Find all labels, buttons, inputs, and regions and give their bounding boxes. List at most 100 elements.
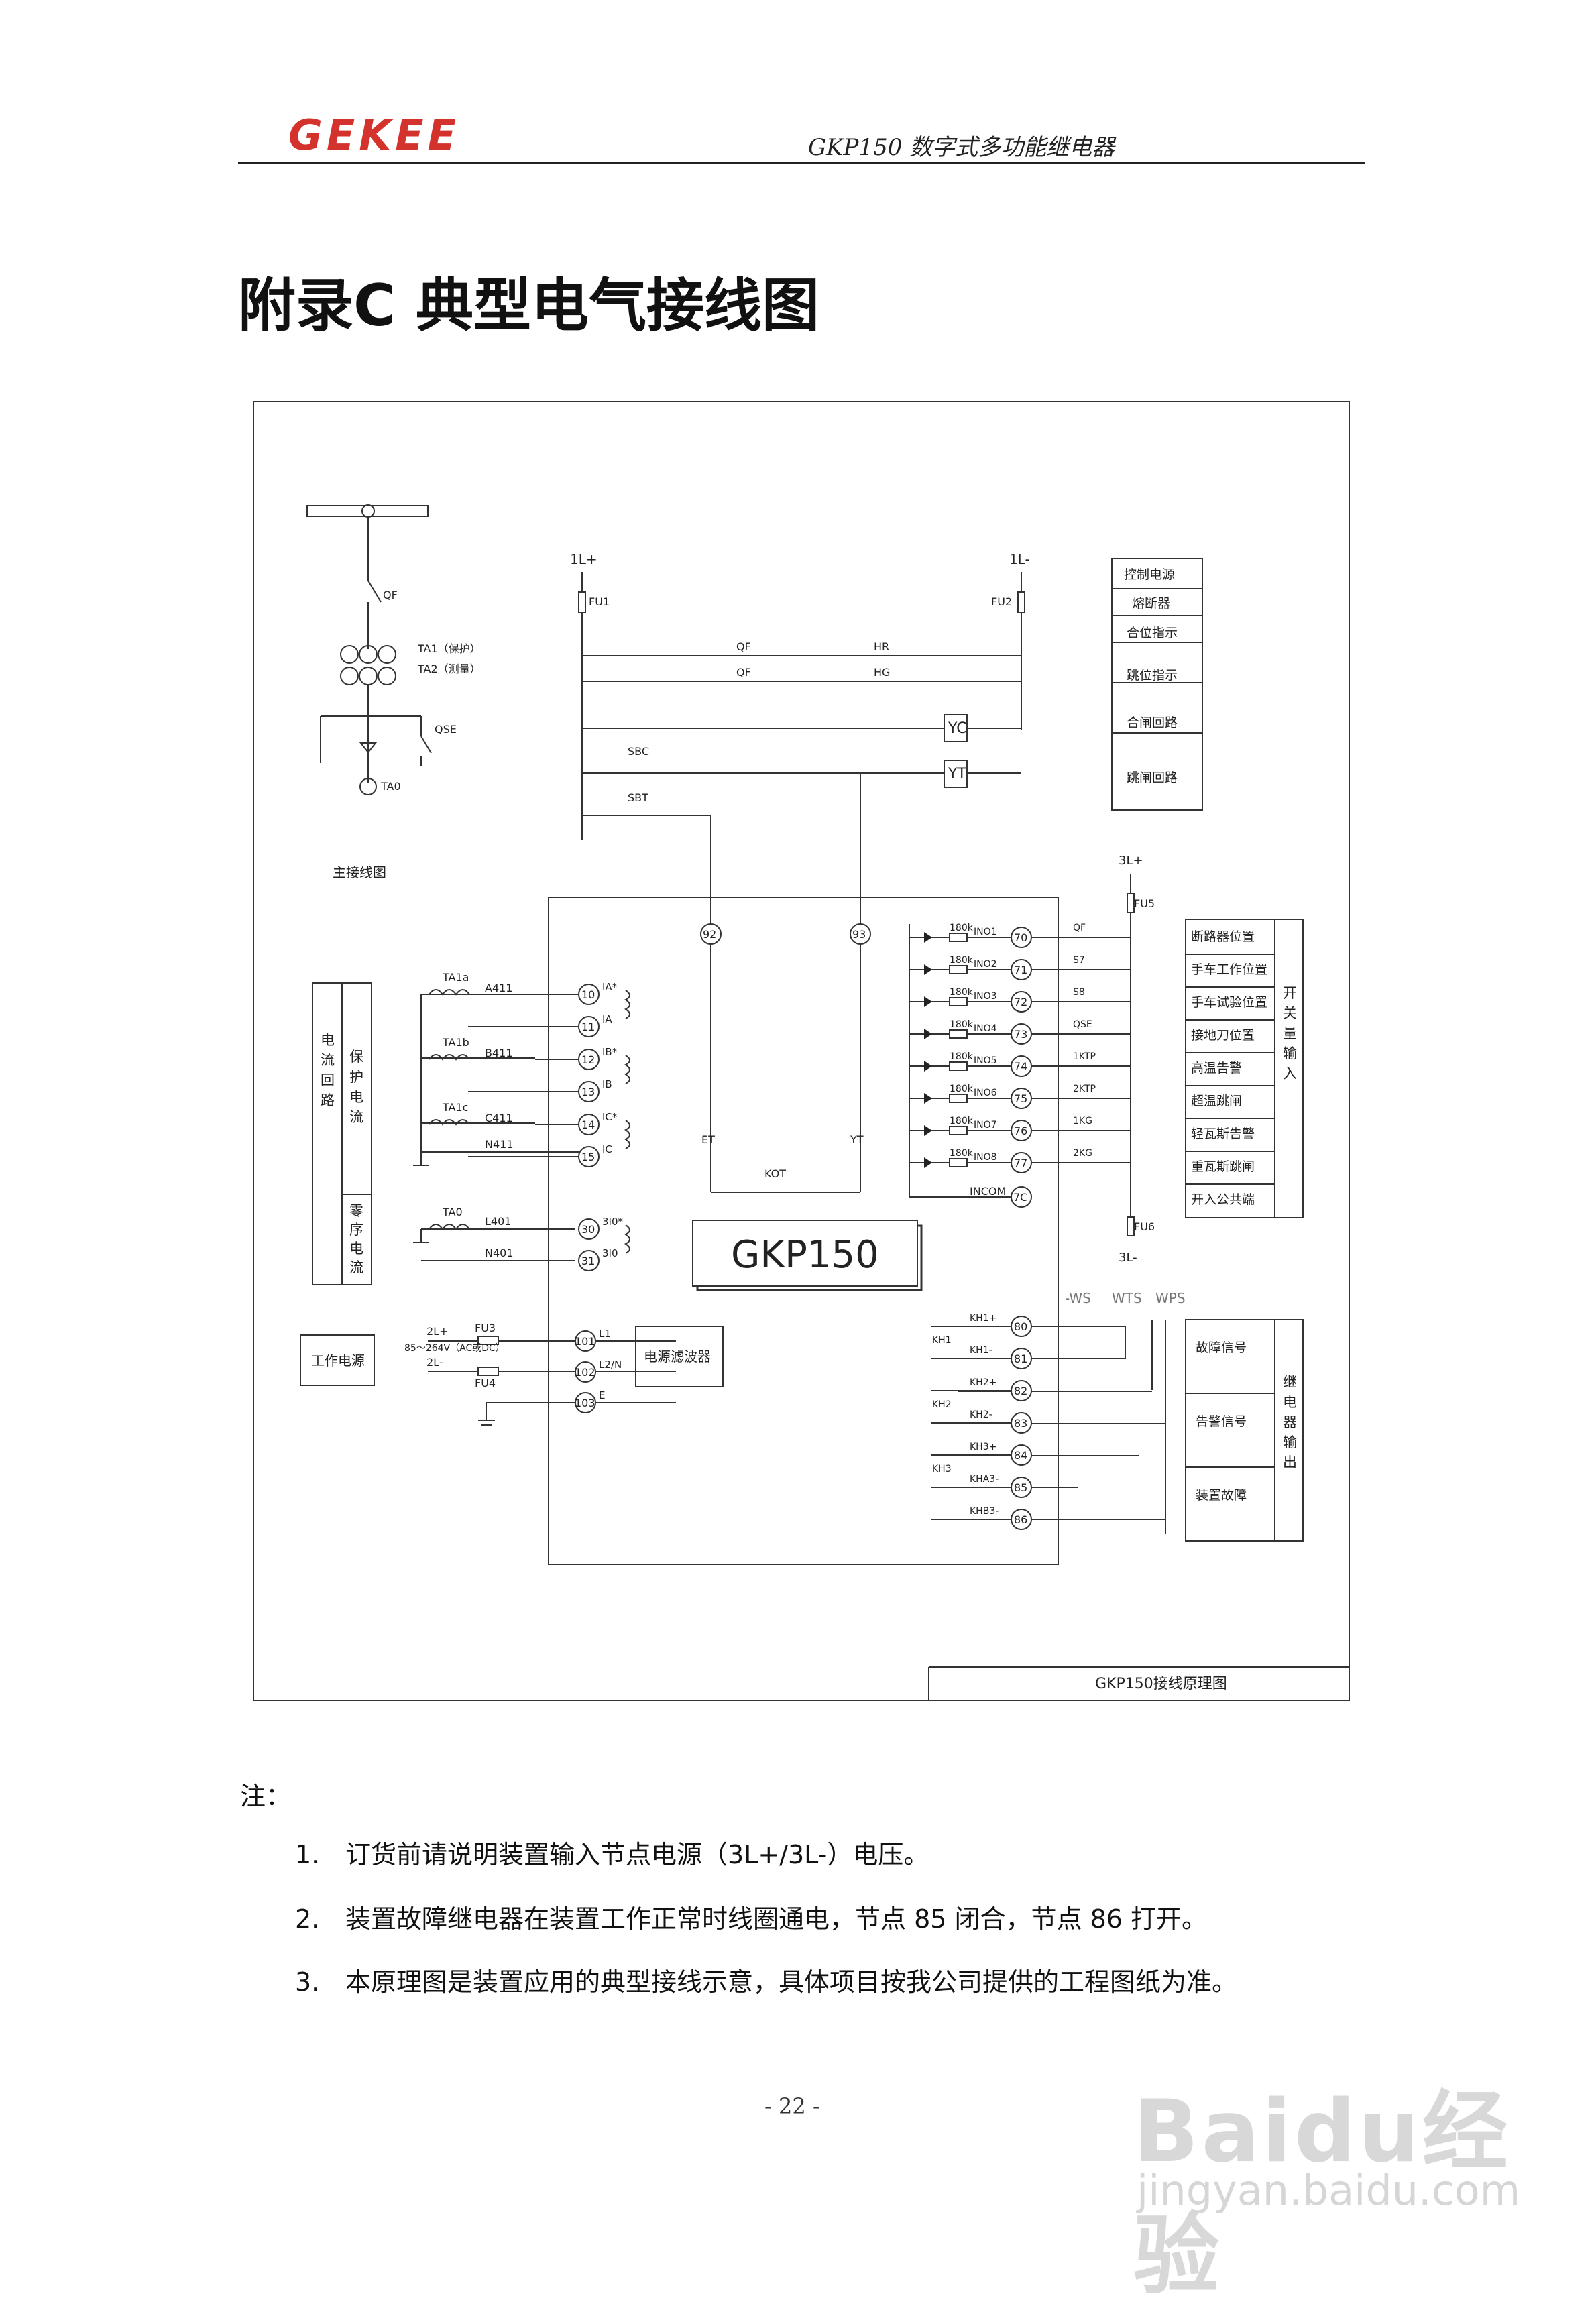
switch-input-title: 入 (1283, 1065, 1297, 1082)
tao-label: TA0 (380, 780, 401, 793)
resistor-icon (949, 1029, 968, 1039)
ct-winding (624, 1055, 630, 1084)
output-name: KH1+ (970, 1313, 996, 1324)
resistor-icon (949, 1094, 968, 1103)
qf-label: QF (383, 589, 398, 601)
diagram-caption: GKP150接线原理图 (1095, 1676, 1227, 1692)
baidu-watermark: Baidu经验 (1133, 2082, 1511, 2306)
wire-label: B411 (485, 1047, 513, 1059)
resistor-label: 180k (950, 1019, 974, 1030)
relay-label: KH2 (932, 1399, 952, 1410)
relay-label: KH1 (932, 1335, 952, 1346)
terminal-72: 72 (1014, 996, 1027, 1008)
power-terminal-name: L1 (599, 1328, 611, 1340)
contact-label: QSE (1073, 1019, 1092, 1030)
note-number: 1. (295, 1840, 320, 1869)
ct-label: TA1a (442, 971, 469, 984)
terminal-93: 93 (852, 928, 866, 941)
output-name: KH1- (970, 1345, 992, 1356)
fu5-label: FU5 (1134, 897, 1155, 910)
terminal-11-circle (578, 1016, 600, 1037)
output-name: KHB3- (970, 1506, 999, 1517)
relay-output-row: 装置故障 (1196, 1488, 1247, 1503)
contact-label: S7 (1073, 955, 1085, 966)
note-text: 订货前请说明装置输入节点电源（3L+/3L-）电压。 (345, 1840, 929, 1869)
zero-winding (624, 1224, 630, 1254)
terminal-102: 102 (575, 1366, 595, 1379)
switch-input-title: 开 (1283, 985, 1297, 1001)
ws-label: -WS (1065, 1290, 1091, 1306)
terminal-76: 76 (1014, 1124, 1027, 1137)
terminal-75: 75 (1014, 1092, 1027, 1105)
contact-label: QF (1073, 923, 1086, 933)
resistor-label: 180k (950, 1148, 974, 1159)
input-name: IA (602, 1013, 612, 1025)
fu2-label: FU2 (991, 595, 1012, 608)
terminal-12: 12 (581, 1053, 595, 1066)
note-item: 2.装置故障继电器在装置工作正常时线圈通电，节点 85 闭合，节点 86 打开。 (295, 1898, 1207, 1935)
current-box-title: 路 (321, 1092, 335, 1108)
contact-label: 1KG (1073, 1116, 1092, 1127)
contact-label: S8 (1073, 987, 1085, 998)
terminal-74: 74 (1014, 1060, 1027, 1073)
header-rule (238, 162, 1365, 164)
l3-plus-label: 3L+ (1119, 854, 1143, 868)
terminal-101: 101 (575, 1335, 595, 1348)
terminal-103-circle (575, 1392, 596, 1413)
power-terminal-name: L2/N (599, 1359, 622, 1371)
terminal-83: 83 (1014, 1417, 1027, 1430)
switch-input-row: 重瓦斯跳闸 (1191, 1159, 1255, 1174)
wts-label: WTS (1112, 1290, 1142, 1306)
n411-label: N411 (485, 1138, 514, 1151)
work-power-label: 工作电源 (311, 1352, 365, 1369)
yt-label: YT (948, 766, 966, 783)
filter-label: 电源滤波器 (644, 1348, 711, 1365)
n401-label: N401 (485, 1247, 514, 1259)
led-icon (924, 932, 932, 943)
contact-label: 1KTP (1073, 1051, 1096, 1062)
watermark-url: jingyan.baidu.com (1137, 2166, 1521, 2215)
wiring-diagram: QF TA1（保护） TA2（测量） QSE TA0 主接线图 1L+ 1L- … (253, 401, 1350, 1701)
terminal-101-circle (575, 1330, 596, 1352)
terminal-31: 31 (581, 1255, 595, 1267)
relay-output-title: 出 (1283, 1454, 1297, 1470)
power-terminal-name: E (599, 1389, 605, 1401)
switch-input-row: 手车工作位置 (1191, 962, 1267, 977)
ct-winding (624, 1120, 630, 1149)
note-text: 本原理图是装置应用的典型接线示意，具体项目按我公司提供的工程图纸为准。 (345, 1967, 1238, 1997)
ctrl-row-1: 熔断器 (1132, 596, 1170, 611)
terminal-13-circle (578, 1081, 600, 1102)
terminal-11: 11 (581, 1021, 595, 1033)
resistor-icon (949, 997, 968, 1006)
l2-minus-label: 2L- (426, 1356, 443, 1369)
fu3-label: FU3 (475, 1322, 496, 1334)
input-name: IB (602, 1078, 612, 1090)
terminal-10: 10 (581, 988, 595, 1001)
terminal-102-circle (575, 1361, 596, 1383)
qf-contact-2: QF (736, 666, 751, 679)
zero-seq-label: 序 (349, 1222, 363, 1238)
terminal-30-circle (578, 1218, 600, 1240)
switch-input-row: 断路器位置 (1191, 929, 1255, 944)
current-box-title: 电 (321, 1032, 335, 1048)
tao-ct-label: TA0 (442, 1206, 463, 1218)
ctrl-row-5: 跳闸回路 (1127, 770, 1178, 785)
ta2-label: TA2（测量） (417, 662, 481, 675)
resistor-label: 180k (950, 1051, 974, 1062)
ct-coil (429, 1119, 470, 1126)
l3-minus-label: 3L- (1119, 1251, 1137, 1265)
contact-label: 2KTP (1073, 1084, 1096, 1094)
switch-input-row: 接地刀位置 (1191, 1028, 1255, 1043)
l1-minus-label: 1L- (1009, 551, 1030, 567)
relay-output-row: 故障信号 (1196, 1340, 1247, 1355)
terminal-15-circle (578, 1146, 600, 1167)
wps-label: WPS (1155, 1290, 1186, 1306)
switch-input-row: 高温告警 (1191, 1061, 1242, 1076)
switch-input-row: 超温跳闸 (1191, 1094, 1242, 1108)
terminal-70: 70 (1014, 931, 1027, 944)
input-channel-label: INO4 (974, 1023, 997, 1034)
note-item: 3.本原理图是装置应用的典型接线示意，具体项目按我公司提供的工程图纸为准。 (295, 1961, 1237, 1998)
resistor-icon (949, 965, 968, 974)
switch-input-row: 开入公共端 (1191, 1192, 1255, 1207)
terminal-13: 13 (581, 1086, 595, 1098)
